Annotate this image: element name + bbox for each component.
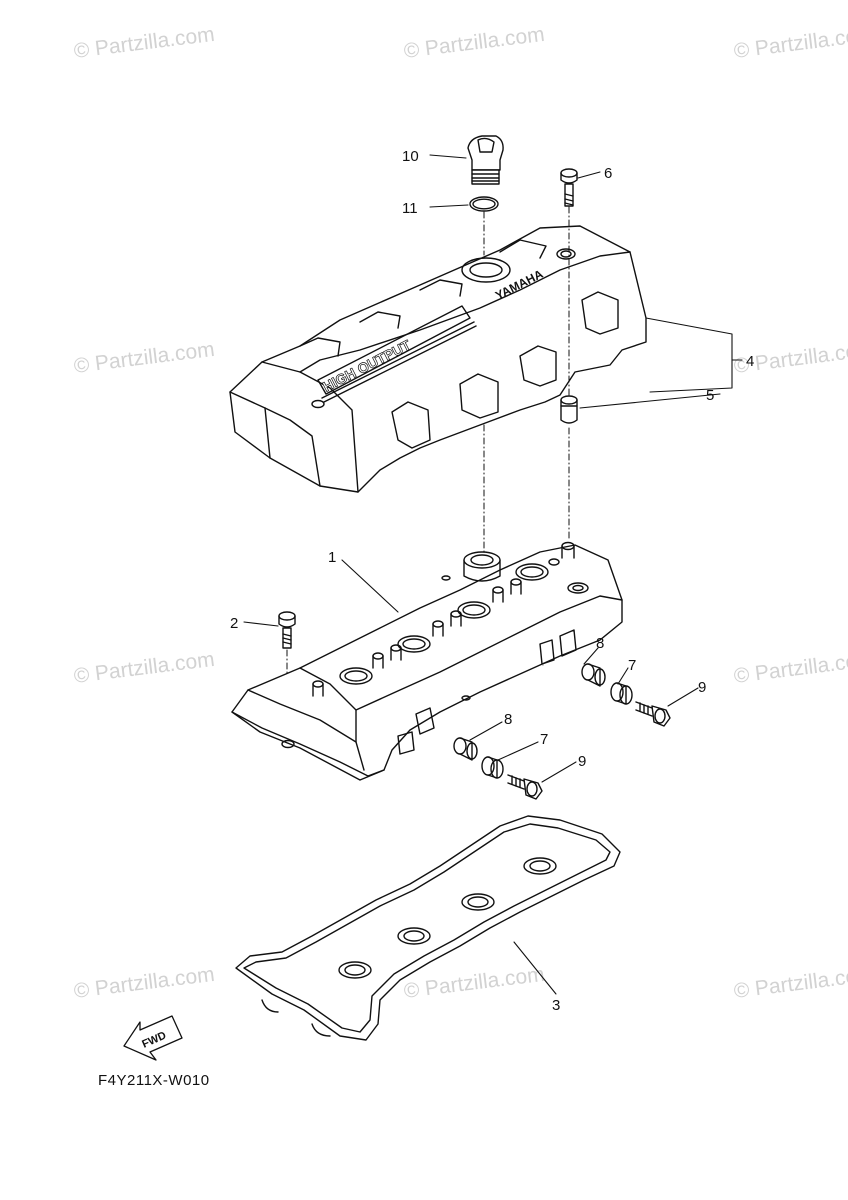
gasket — [235, 815, 621, 1041]
bolt-9 — [507, 774, 543, 800]
upper-cover: HIGH OUTPUT YAMAHA — [229, 225, 647, 493]
drawing-code: F4Y211X-W010 — [98, 1072, 210, 1089]
collar-8 — [453, 737, 478, 761]
collar-5 — [560, 395, 578, 424]
callout-10: 10 — [402, 148, 419, 165]
callout-6: 6 — [604, 165, 612, 182]
callout-3: 3 — [552, 997, 560, 1014]
grommet-7 — [481, 756, 504, 779]
callout-8: 8 — [596, 635, 604, 652]
fwd-arrow-icon: FWD — [123, 1015, 183, 1061]
leader-lines — [243, 154, 743, 995]
callout-1: 1 — [328, 549, 336, 566]
callout-8: 8 — [504, 711, 512, 728]
oil-filler-cap — [467, 135, 504, 185]
callout-9: 9 — [698, 679, 706, 696]
callout-9: 9 — [578, 753, 586, 770]
collar-8 — [581, 663, 606, 687]
callout-7: 7 — [628, 657, 636, 674]
grommet-7 — [610, 682, 633, 705]
callout-7: 7 — [540, 731, 548, 748]
callout-4: 4 — [746, 353, 754, 370]
callout-11: 11 — [402, 200, 418, 217]
o-ring — [469, 196, 499, 212]
cylinder-head-cover — [231, 541, 623, 781]
screw — [560, 168, 578, 207]
fastener-set-right — [581, 663, 671, 727]
bolt-9 — [635, 701, 671, 727]
fastener-set-left — [453, 737, 543, 800]
bolt-2 — [278, 611, 296, 649]
callout-5: 5 — [706, 387, 714, 404]
callout-2: 2 — [230, 615, 238, 632]
